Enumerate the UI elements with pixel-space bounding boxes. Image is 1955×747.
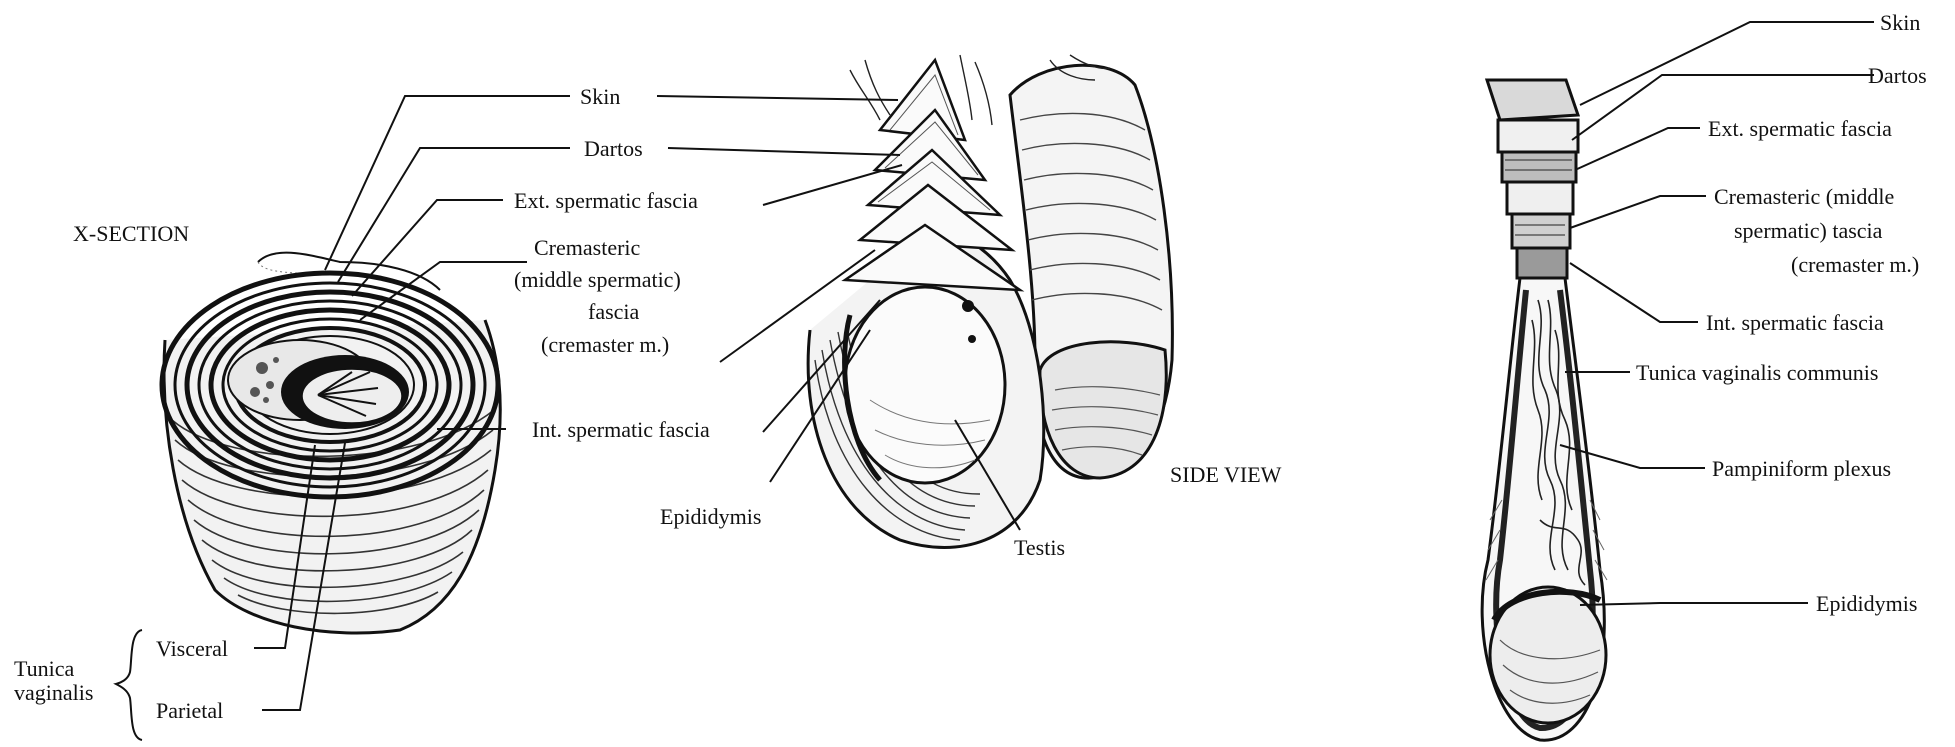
cord-epididymis-label: Epididymis xyxy=(1816,591,1917,616)
cord-view-illustration xyxy=(1482,80,1607,740)
cord-ext-spermatic-fascia-label: Ext. spermatic fascia xyxy=(1708,116,1892,141)
cord-cremasteric-line2: spermatic) tascia xyxy=(1734,218,1883,243)
cross-section-illustration xyxy=(162,253,500,633)
cord-cremasteric-line3: (cremaster m.) xyxy=(1791,252,1919,277)
xs-ext-spermatic-fascia-label: Ext. spermatic fascia xyxy=(514,188,698,213)
xs-cremasteric-line1: Cremasteric xyxy=(534,235,641,260)
cord-pampiniform-plexus-label: Pampiniform plexus xyxy=(1712,456,1891,481)
xs-visceral-label: Visceral xyxy=(156,636,228,661)
tunica-vaginalis-line2: vaginalis xyxy=(14,680,93,705)
cord-int-spermatic-fascia-label: Int. spermatic fascia xyxy=(1706,310,1884,335)
cord-skin-label: Skin xyxy=(1880,10,1920,35)
xs-parietal-label: Parietal xyxy=(156,698,223,723)
side-view-illustration xyxy=(808,55,1172,548)
xs-dartos-label: Dartos xyxy=(584,136,643,161)
xs-cremasteric-line3: fascia xyxy=(588,299,640,324)
cord-cremasteric-line1: Cremasteric (middle xyxy=(1714,184,1894,209)
xs-skin-label: Skin xyxy=(580,84,620,109)
testis-label: Testis xyxy=(1014,535,1065,560)
cord-tunica-vaginalis-communis-label: Tunica vaginalis communis xyxy=(1636,360,1878,385)
epididymis-label: Epididymis xyxy=(660,504,761,529)
xs-cremasteric-line2: (middle spermatic) xyxy=(514,267,681,292)
xs-cremasteric-line4: (cremaster m.) xyxy=(541,332,669,357)
x-section-heading: X-SECTION xyxy=(73,221,189,246)
xs-int-spermatic-fascia-label: Int. spermatic fascia xyxy=(532,417,710,442)
cord-dartos-label: Dartos xyxy=(1868,63,1927,88)
tunica-vaginalis-line1: Tunica xyxy=(14,656,75,681)
side-view-heading: SIDE VIEW xyxy=(1170,462,1282,487)
tunica-brace xyxy=(116,630,142,740)
